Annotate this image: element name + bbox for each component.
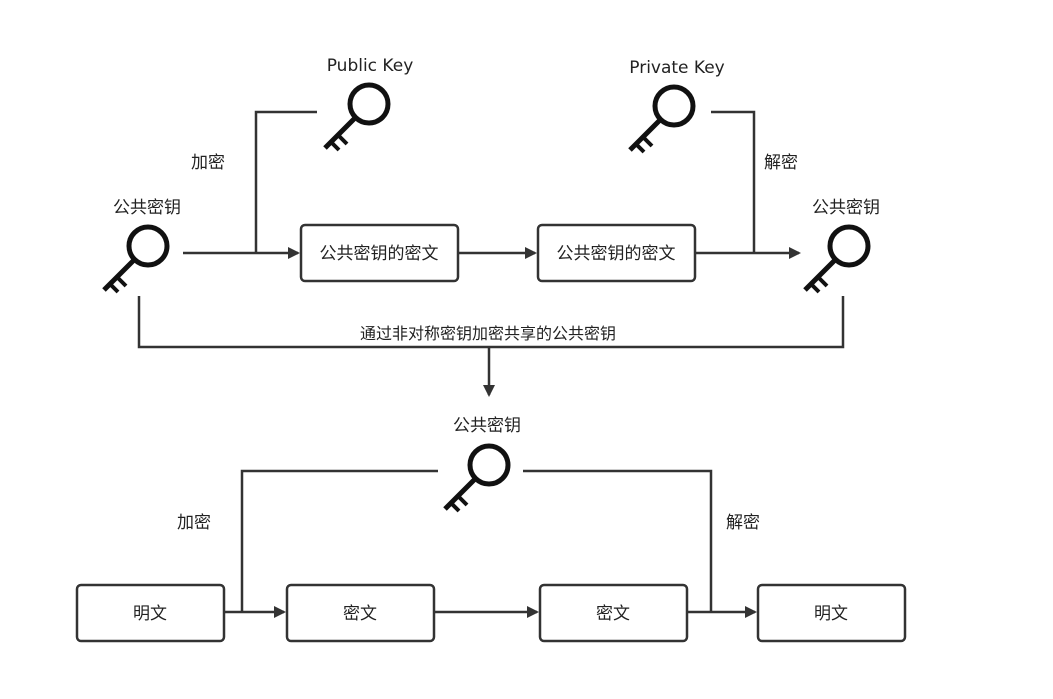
private-key-connector xyxy=(711,110,756,253)
public-key-connector xyxy=(254,110,317,253)
top-cipher-box-2-text: 公共密钥的密文 xyxy=(557,244,676,264)
left-shared-key-label: 公共密钥 xyxy=(113,198,181,218)
bottom-key-label: 公共密钥 xyxy=(453,416,521,436)
public-key-icon xyxy=(325,85,388,150)
bottom-shared-key-icon xyxy=(445,446,508,511)
top-encrypt-label: 加密 xyxy=(191,153,225,173)
public-key-label: Public Key xyxy=(327,56,414,76)
top-decrypt-label: 解密 xyxy=(764,153,798,173)
shared-key-bracket xyxy=(137,296,845,349)
right-shared-key-icon xyxy=(805,227,868,292)
plaintext-left-text: 明文 xyxy=(133,604,167,624)
ciphertext-box-1-text: 密文 xyxy=(343,604,377,624)
private-key-icon xyxy=(630,87,693,152)
bottom-decrypt-label: 解密 xyxy=(726,513,760,533)
bottom-decrypt-connector xyxy=(523,469,713,612)
plaintext-right-box xyxy=(756,583,907,643)
plaintext-right-text: 明文 xyxy=(814,604,848,624)
top-cipher-box-1-text: 公共密钥的密文 xyxy=(320,244,439,264)
shared-key-exchange-label: 通过非对称密钥加密共享的公共密钥 xyxy=(360,324,616,343)
ciphertext-box-2-text: 密文 xyxy=(596,604,630,624)
bottom-encrypt-connector xyxy=(240,469,438,612)
bottom-encrypt-label: 加密 xyxy=(177,513,211,533)
private-key-label: Private Key xyxy=(629,58,725,78)
right-shared-key-label: 公共密钥 xyxy=(812,198,880,218)
left-shared-key-icon xyxy=(104,227,167,292)
